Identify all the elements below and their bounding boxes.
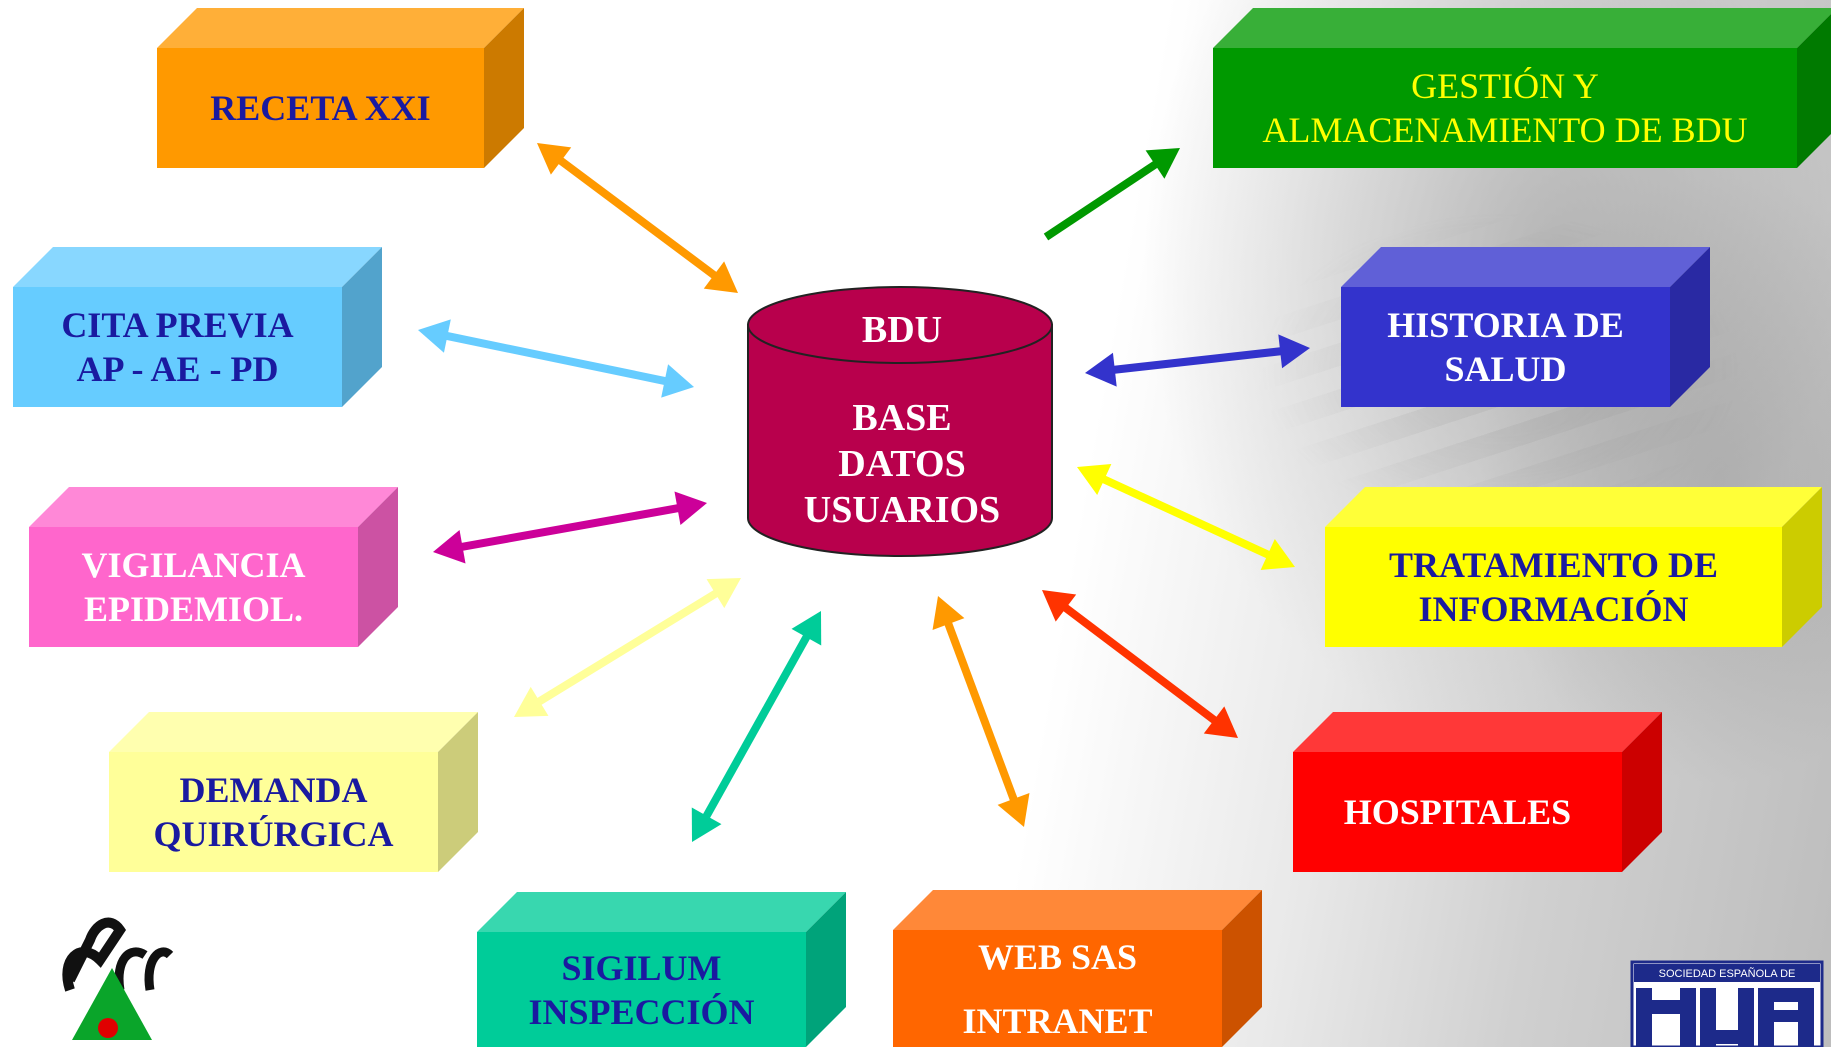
arrowhead-receta-xxi-center — [703, 261, 738, 293]
arrowhead-demanda-center — [706, 578, 741, 609]
node-receta-xxi: RECETA XXI — [157, 8, 524, 168]
arrowhead-tratamiento-node — [1260, 539, 1295, 570]
arrowhead-vigilancia-center — [674, 491, 707, 526]
node-label-line: SIGILUM — [561, 947, 722, 988]
arrowhead-web-sas-center — [932, 596, 965, 631]
sas-logo — [62, 917, 174, 1040]
node-gestion: GESTIÓN Y ALMACENAMIENTO DE BDU — [1213, 8, 1831, 168]
node-top-face — [1325, 487, 1822, 527]
arrowhead-tratamiento-center — [1077, 464, 1112, 495]
sas-logo-stroke-3 — [144, 947, 174, 991]
node-label-line: INTRANET — [962, 1000, 1153, 1041]
database-line-3: USUARIOS — [804, 489, 1000, 531]
arrowhead-sigilum-node — [691, 807, 722, 842]
node-top-face — [1341, 247, 1710, 287]
arrow-historia — [1108, 346, 1287, 375]
arrow-gestion — [1043, 157, 1163, 241]
arrow-vigilancia — [455, 503, 685, 552]
arrow-tratamiento — [1097, 473, 1275, 561]
node-sigilum: SIGILUM INSPECCIÓN — [477, 892, 846, 1047]
sociedad-espanola-logo: SOCIEDAD ESPAÑOLA DE — [1630, 960, 1824, 1047]
node-top-face — [13, 247, 382, 287]
arrow-demanda — [532, 587, 723, 708]
node-label-line: GESTIÓN Y — [1411, 66, 1599, 106]
node-label-line: HISTORIA DE — [1387, 305, 1624, 345]
logo-caption: SOCIEDAD ESPAÑOLA DE — [1659, 967, 1796, 980]
arrowhead-historia-node — [1278, 334, 1310, 369]
node-top-face — [1213, 8, 1831, 48]
arrowhead-cita-previa-center — [661, 364, 694, 398]
sas-logo-triangle — [72, 968, 152, 1040]
sas-logo-stroke-2 — [114, 947, 148, 991]
logo-header — [1634, 964, 1820, 982]
arrowhead-web-sas-node — [997, 792, 1030, 827]
arrow-cita-previa — [440, 330, 672, 387]
arrowhead-cita-previa-node — [418, 319, 451, 353]
node-top-face — [477, 892, 846, 932]
arrowhead-demanda-node — [514, 686, 549, 717]
arrow-sigilum — [700, 630, 813, 823]
arrowhead-vigilancia-node — [433, 529, 466, 564]
logo-letters — [1636, 988, 1814, 1047]
node-label-line: QUIRÚRGICA — [153, 814, 394, 854]
node-label-line: AP - AE - PD — [76, 349, 279, 389]
arrowhead-historia-center — [1085, 352, 1117, 387]
node-top-face — [1293, 712, 1662, 752]
node-hospitales: HOSPITALES — [1293, 712, 1662, 872]
node-label-line: INFORMACIÓN — [1418, 589, 1689, 629]
node-label-line: WEB SAS — [977, 936, 1138, 977]
arrowhead-sigilum-center — [791, 611, 822, 646]
arrow-hospitales — [1058, 601, 1222, 727]
node-web-sas: WEB SAS INTRANET — [893, 890, 1262, 1047]
node-label-line: DEMANDA — [179, 770, 368, 810]
node-cita-previa: CITA PREVIA AP - AE - PD — [13, 247, 382, 407]
node-top-face — [893, 890, 1262, 930]
node-top-face — [157, 8, 524, 48]
node-demanda: DEMANDA QUIRÚRGICA — [109, 712, 478, 872]
node-label-line: HOSPITALES — [1343, 792, 1572, 832]
database-title: BDU — [862, 309, 942, 351]
database-top — [747, 286, 1053, 364]
center-database: BDU BASE DATOS USUARIOS — [747, 286, 1053, 557]
node-label-line: TRATAMIENTO DE — [1388, 545, 1719, 585]
database-line-1: BASE — [852, 397, 951, 439]
node-label-line: RECETA XXI — [210, 88, 431, 128]
node-vigilancia: VIGILANCIA EPIDEMIOL. — [29, 487, 398, 647]
arrowhead-receta-xxi-node — [537, 143, 572, 175]
database-body — [747, 324, 1053, 557]
node-top-face — [29, 487, 398, 527]
database-line-2: DATOS — [838, 443, 965, 485]
sas-logo-stroke-1 — [62, 917, 127, 992]
node-label-line: CITA PREVIA — [61, 305, 294, 345]
arrowhead-gestion-center — [1145, 148, 1180, 179]
node-label-line: SALUD — [1444, 349, 1567, 389]
arrowhead-hospitales-center — [1042, 590, 1077, 622]
node-label-line: ALMACENAMIENTO DE BDU — [1262, 110, 1748, 150]
node-label-line: VIGILANCIA — [81, 545, 306, 585]
sas-logo-dot — [98, 1018, 118, 1038]
arrowhead-hospitales-node — [1203, 706, 1238, 738]
node-label-line: INSPECCIÓN — [528, 991, 755, 1032]
node-label-line: EPIDEMIOL. — [83, 589, 304, 629]
node-top-face — [109, 712, 478, 752]
arrow-web-sas — [942, 617, 1020, 806]
node-historia: HISTORIA DE SALUD — [1341, 247, 1710, 407]
arrow-receta-xxi — [553, 154, 722, 282]
node-tratamiento: TRATAMIENTO DE INFORMACIÓN — [1325, 487, 1822, 647]
